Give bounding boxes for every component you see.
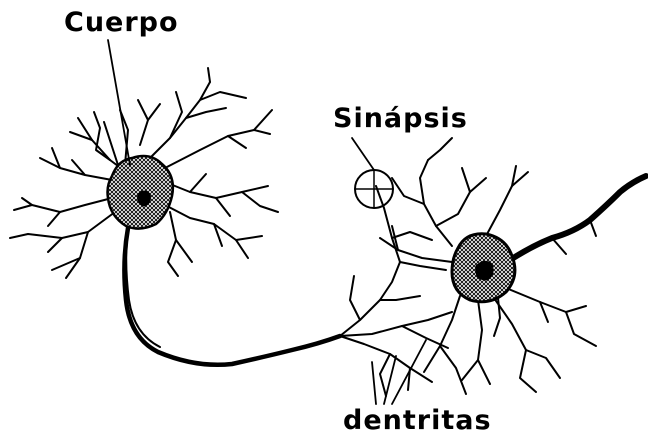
- dentritas-leader-line-1: [372, 362, 376, 404]
- right-axon: [510, 176, 646, 260]
- neuron-left: [10, 68, 340, 365]
- label-sinapsis: Sinápsis: [333, 105, 468, 132]
- synapse-leader-line: [352, 138, 374, 170]
- dentritas-leader-line-3: [392, 340, 426, 404]
- left-nucleus: [138, 191, 151, 206]
- axon-terminals: [340, 186, 452, 396]
- right-nucleus: [476, 261, 493, 280]
- label-dentritas: dentritas: [343, 407, 492, 434]
- label-cuerpo: Cuerpo: [64, 9, 179, 36]
